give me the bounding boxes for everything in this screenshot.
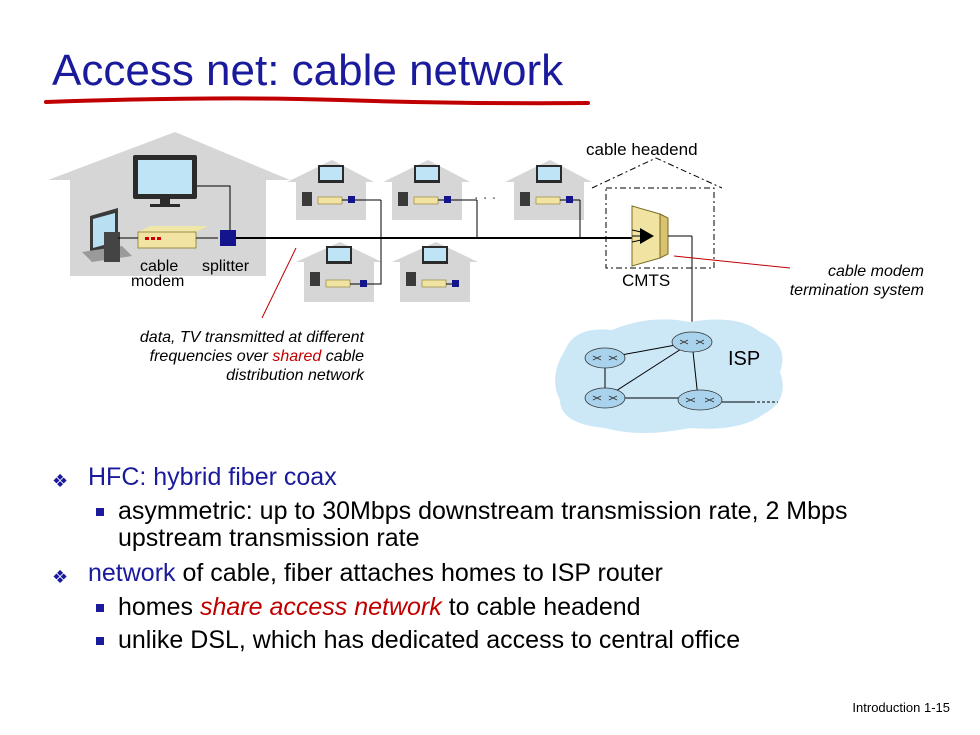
sub-bullet-share: homes share access network to cable head… (52, 594, 952, 621)
router-icon (671, 331, 713, 353)
slide-footer: Introduction 1-15 (852, 700, 950, 715)
data-note-line1: data, TV transmitted at different (139, 329, 364, 346)
home-bottom-1 (296, 238, 382, 302)
cmts-description: cable modem termination system (720, 262, 924, 300)
sub-bullet-dsl: unlike DSL, which has dedicated access t… (52, 627, 858, 654)
home-top-2 (383, 160, 477, 220)
router-icon (584, 347, 626, 369)
shared-emphasis: shared (272, 348, 322, 365)
data-tv-note: data, TV transmitted at different freque… (30, 328, 364, 385)
isp-label: ISP (728, 348, 761, 370)
diamond-bullet-icon: ❖ (52, 567, 69, 587)
home-top-3 (505, 160, 592, 220)
diamond-bullet-icon: ❖ (52, 471, 69, 491)
cmts-desc-line2: termination system (789, 282, 924, 299)
title-underline (44, 96, 590, 106)
cable-headend-box (591, 157, 723, 269)
data-note-line2: frequencies over shared cable (149, 348, 364, 365)
home-top-1 (287, 160, 381, 220)
bullet-hfc: ❖ HFC: hybrid fiber coax (52, 462, 952, 492)
data-note-line3: distribution network (226, 367, 364, 384)
cmts-icon (631, 205, 669, 267)
router-icon (584, 387, 626, 409)
square-bullet-icon (96, 508, 104, 516)
cmts-desc-line1: cable modem (827, 263, 924, 280)
cable-label: cable (140, 258, 179, 275)
square-bullet-icon (96, 604, 104, 612)
home-bottom-2 (392, 242, 478, 302)
isp-cloud (555, 319, 783, 433)
cable-headend-label: cable headend (586, 140, 698, 159)
sub-bullet-asymmetric: asymmetric: up to 30Mbps downstream tran… (52, 498, 952, 552)
computer-icon (82, 208, 132, 262)
slide-title: Access net: cable network (52, 46, 564, 95)
splitter-label: splitter (202, 258, 250, 275)
modem-label: modem (131, 273, 185, 290)
square-bullet-icon (96, 637, 104, 645)
cable-network-diagram (48, 132, 791, 433)
cable-modem-icon (137, 226, 208, 249)
splitter-icon (220, 230, 236, 246)
cmts-label: CMTS (622, 271, 671, 290)
tv-icon (133, 155, 197, 207)
bullet-list: ❖ HFC: hybrid fiber coax asymmetric: up … (52, 458, 952, 654)
ellipsis-label: . . . (474, 186, 497, 203)
router-icon (677, 389, 723, 411)
bullet-network: ❖ network of cable, fiber attaches homes… (52, 558, 952, 588)
